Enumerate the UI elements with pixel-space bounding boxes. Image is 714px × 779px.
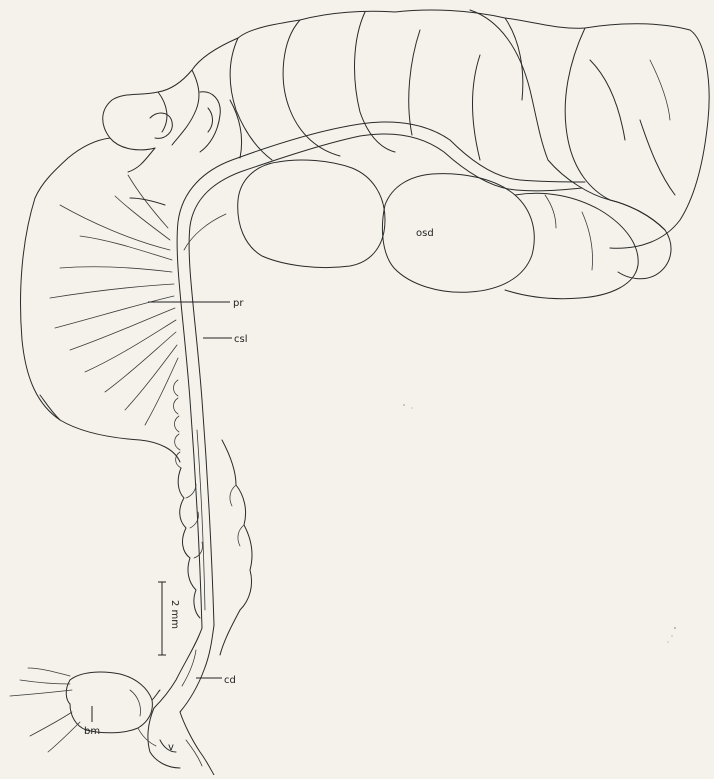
label-cd: cd <box>224 675 236 686</box>
lower-structures <box>10 610 240 775</box>
label-osd: osd <box>416 228 434 239</box>
labels: osd pr csl cd bm v 2 mm <box>84 228 434 753</box>
label-v: v <box>168 742 174 753</box>
left-folds <box>35 38 242 198</box>
label-bm: bm <box>84 726 100 737</box>
label-pr: pr <box>233 298 244 309</box>
upper-lobes <box>230 10 709 248</box>
osd-sacs <box>238 160 671 299</box>
specks <box>403 404 676 642</box>
lower-knobs <box>178 440 252 618</box>
label-csl: csl <box>234 334 248 345</box>
left-fan <box>21 175 181 468</box>
scale-bar-label: 2 mm <box>169 600 180 629</box>
